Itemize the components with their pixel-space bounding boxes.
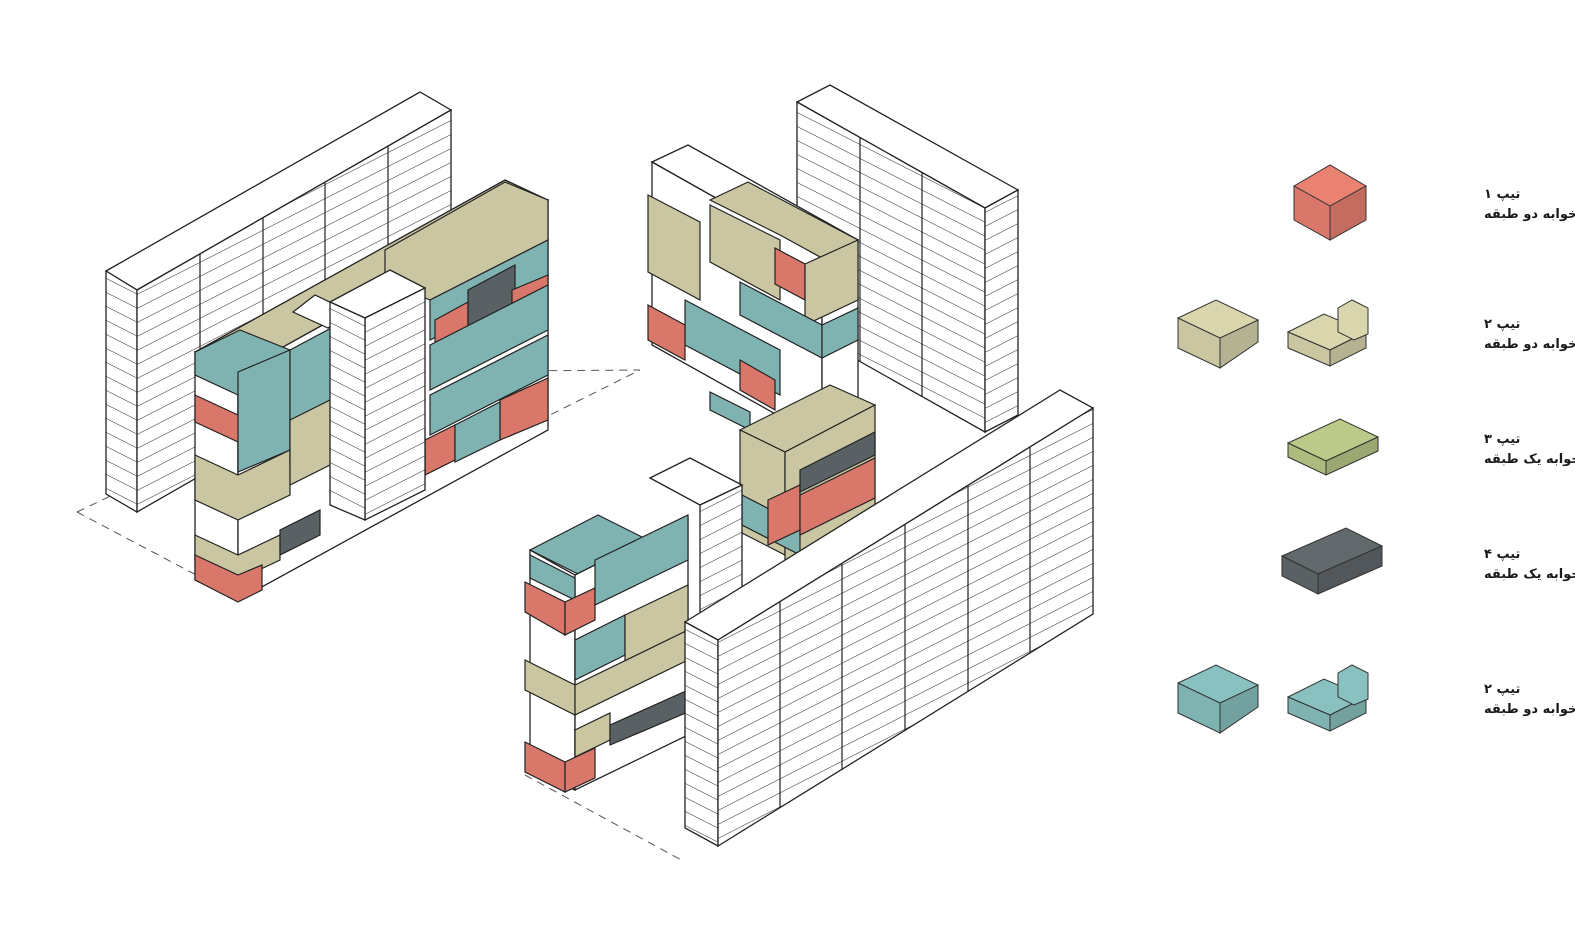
legend-description: سه خوابه دو طبقه (1484, 702, 1575, 717)
lbox2-tower (1337, 299, 1369, 341)
right-ground-dashed-line (524, 774, 686, 863)
legend-title: تیپ ۱ (1484, 187, 1520, 202)
legend: تیپ ۱ دو خوابه دو طبقه تیپ ۲ دو خوابه دو طب… (1177, 164, 1575, 734)
legend-description: دو خوابه دو طبقه (1484, 337, 1575, 352)
legend-swatch-type1 (1292, 164, 1368, 241)
left-building-cluster (76, 91, 641, 603)
legend-swatch-type2-b (1286, 299, 1369, 367)
legend-item-type2: تیپ ۲ دو خوابه دو طبقه (1177, 299, 1575, 369)
legend-item-type3: تیپ ۳ سه خوابه یک طبقه (1286, 418, 1575, 476)
legend-description: دو خوابه دو طبقه (1484, 207, 1575, 222)
right-building-cluster (524, 84, 1095, 863)
legend-title: تیپ ۲ (1484, 317, 1520, 332)
slab-right (1325, 436, 1379, 476)
left-ground-dashed-line (76, 511, 201, 578)
legend-swatch-type2b-a (1177, 664, 1260, 734)
legend-swatch-type4 (1280, 527, 1384, 595)
slab-right (1317, 545, 1383, 595)
legend-title: تیپ ۳ (1484, 432, 1520, 447)
left-facade-wall (193, 179, 550, 603)
right-front-facade-wall (524, 514, 689, 793)
left-ground-dashed-line-back (76, 369, 641, 513)
legend-item-type4: تیپ ۴ سه خوابه یک طبقه (1280, 527, 1575, 595)
legend-description: سه خوابه یک طبقه (1484, 567, 1575, 582)
legend-title: تیپ ۲ (1484, 682, 1520, 697)
left-white-column (291, 269, 427, 522)
legend-swatch-type2-a (1177, 299, 1260, 369)
legend-description: سه خوابه یک طبقه (1484, 452, 1575, 467)
right-upper-facade-wall (647, 144, 860, 442)
cube-right (1329, 185, 1367, 241)
right-white-column (648, 457, 744, 622)
legend-swatch-type2b-b (1286, 664, 1369, 732)
legend-swatch-type3 (1286, 418, 1380, 476)
lbox-right (1219, 319, 1259, 369)
lbox2-tower (1337, 664, 1369, 706)
lbox-right (1219, 684, 1259, 734)
legend-item-type1: تیپ ۱ دو خوابه دو طبقه (1292, 164, 1575, 241)
legend-item-type2b: تیپ ۲ سه خوابه دو طبقه (1177, 664, 1575, 734)
right-front-long-block (683, 389, 1095, 848)
legend-title: تیپ ۴ (1484, 547, 1520, 562)
